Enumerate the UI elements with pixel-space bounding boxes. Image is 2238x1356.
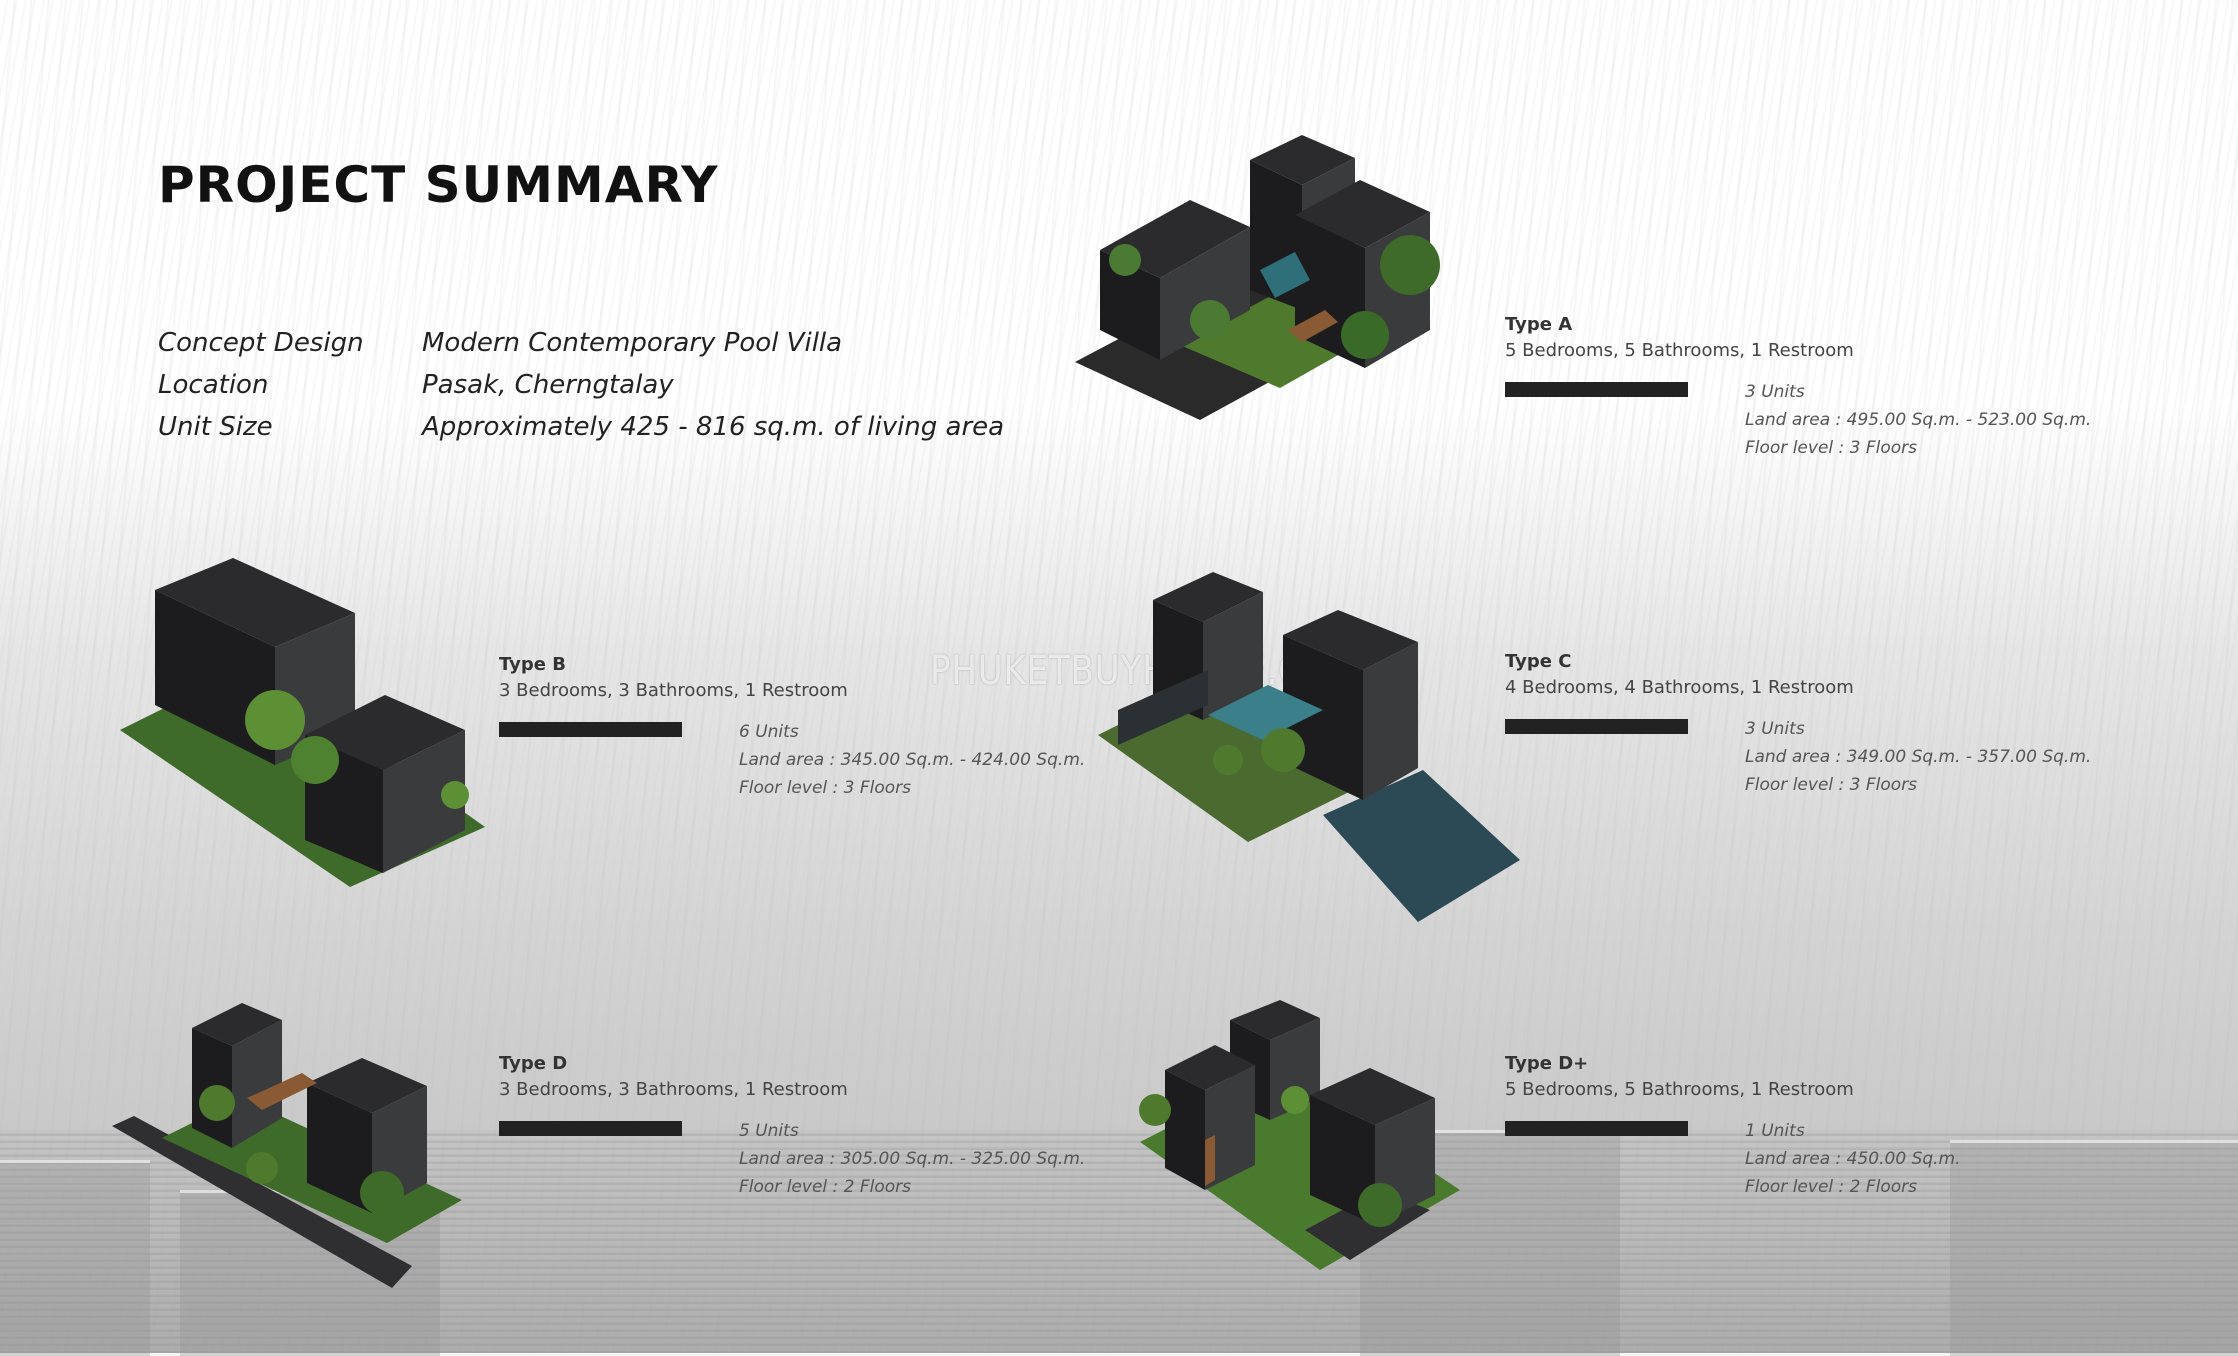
type-divider-bar (1505, 719, 1688, 734)
type-units: 5 Units (739, 1121, 799, 1141)
type-details: 3 Units Land area : 495.00 Sq.m. - 523.0… (1745, 378, 2165, 462)
type-floor-level: Floor level : 3 Floors (1745, 775, 1918, 795)
type-dplus-info: Type D+ 5 Bedrooms, 5 Bathrooms, 1 Restr… (1505, 1051, 1961, 1197)
type-rooms: 3 Bedrooms, 3 Bathrooms, 1 Restroom (499, 1079, 848, 1100)
type-divider-bar (1505, 382, 1688, 397)
type-details: 1 Units Land area : 450.00 Sq.m. Floor l… (1745, 1117, 2165, 1201)
type-name: Type D (499, 1053, 568, 1074)
house-illustration-type-c (1098, 570, 1523, 925)
summary-label: Unit Size (158, 412, 273, 442)
type-units: 3 Units (1745, 382, 1805, 402)
summary-label: Location (158, 370, 269, 400)
type-divider-bar (1505, 1121, 1688, 1136)
house-illustration-type-dplus (1130, 1000, 1460, 1275)
summary-value: Approximately 425 - 816 sq.m. of living … (422, 412, 1005, 442)
type-rooms: 5 Bedrooms, 5 Bathrooms, 1 Restroom (1505, 340, 1854, 361)
type-rooms: 4 Bedrooms, 4 Bathrooms, 1 Restroom (1505, 677, 1854, 698)
type-rooms: 5 Bedrooms, 5 Bathrooms, 1 Restroom (1505, 1079, 1854, 1100)
summary-value: Modern Contemporary Pool Villa (422, 328, 843, 358)
house-illustration-type-a (1070, 130, 1500, 475)
type-land-area: Land area : 345.00 Sq.m. - 424.00 Sq.m. (739, 750, 1086, 770)
type-name: Type A (1505, 314, 1573, 335)
type-divider-bar (499, 1121, 682, 1136)
type-land-area: Land area : 450.00 Sq.m. (1745, 1149, 1961, 1169)
type-a-info: Type A 5 Bedrooms, 5 Bathrooms, 1 Restro… (1505, 312, 2091, 458)
type-d-info: Type D 3 Bedrooms, 3 Bathrooms, 1 Restro… (499, 1051, 1085, 1197)
type-c-info: Type C 4 Bedrooms, 4 Bathrooms, 1 Restro… (1505, 649, 2091, 795)
type-rooms: 3 Bedrooms, 3 Bathrooms, 1 Restroom (499, 680, 848, 701)
type-land-area: Land area : 305.00 Sq.m. - 325.00 Sq.m. (739, 1149, 1086, 1169)
page-title: PROJECT SUMMARY (158, 156, 719, 214)
type-divider-bar (499, 722, 682, 737)
type-details: 6 Units Land area : 345.00 Sq.m. - 424.0… (739, 718, 1159, 802)
summary-row-location: Location Pasak, Cherngtalay (158, 364, 1004, 406)
house-illustration-type-d (112, 988, 472, 1293)
type-name: Type B (499, 654, 566, 675)
type-floor-level: Floor level : 3 Floors (1745, 438, 1918, 458)
summary-value: Pasak, Cherngtalay (422, 370, 674, 400)
type-units: 1 Units (1745, 1121, 1805, 1141)
project-summary-table: Concept Design Modern Contemporary Pool … (158, 322, 1004, 448)
type-b-info: Type B 3 Bedrooms, 3 Bathrooms, 1 Restro… (499, 652, 1085, 798)
type-units: 3 Units (1745, 719, 1805, 739)
house-illustration-type-b (115, 555, 495, 890)
type-land-area: Land area : 349.00 Sq.m. - 357.00 Sq.m. (1745, 747, 2092, 767)
type-floor-level: Floor level : 3 Floors (739, 778, 912, 798)
summary-row-concept: Concept Design Modern Contemporary Pool … (158, 322, 1004, 364)
type-name: Type D+ (1505, 1053, 1589, 1074)
type-details: 3 Units Land area : 349.00 Sq.m. - 357.0… (1745, 715, 2165, 799)
summary-label: Concept Design (158, 328, 364, 358)
type-land-area: Land area : 495.00 Sq.m. - 523.00 Sq.m. (1745, 410, 2092, 430)
summary-row-unit-size: Unit Size Approximately 425 - 816 sq.m. … (158, 406, 1004, 448)
type-floor-level: Floor level : 2 Floors (739, 1177, 912, 1197)
type-name: Type C (1505, 651, 1572, 672)
type-floor-level: Floor level : 2 Floors (1745, 1177, 1918, 1197)
type-details: 5 Units Land area : 305.00 Sq.m. - 325.0… (739, 1117, 1159, 1201)
type-units: 6 Units (739, 722, 799, 742)
